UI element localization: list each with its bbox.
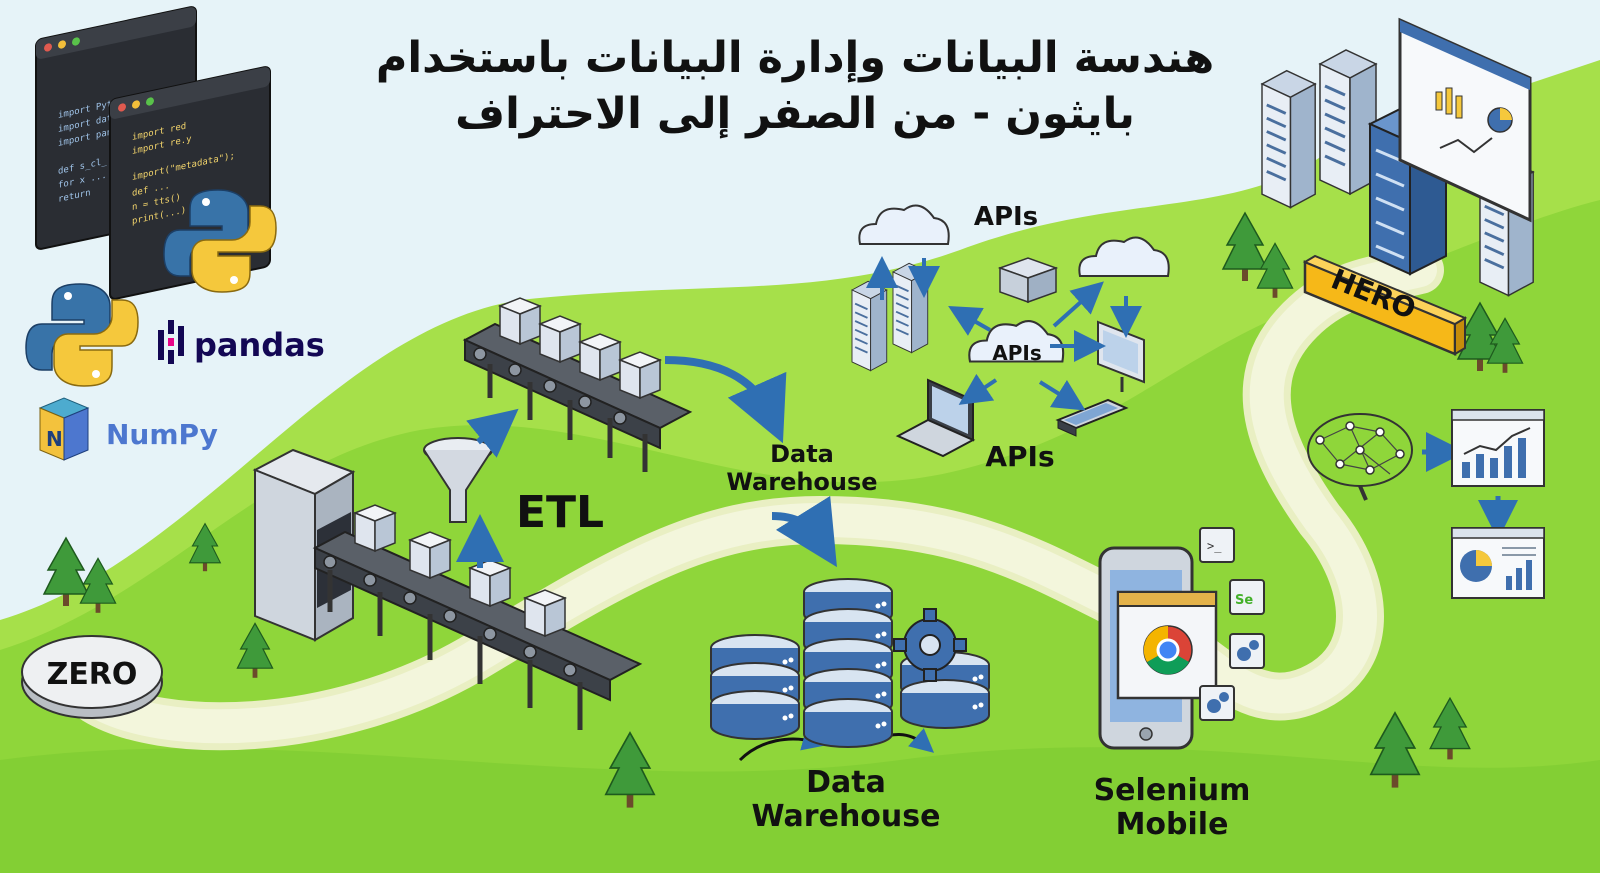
curved-arrow-icon (771, 495, 837, 568)
api-arrows-icon (866, 256, 1142, 411)
funnel-arrow-icon (456, 408, 519, 568)
python-logo-icon (163, 189, 277, 293)
data-cube-icon (619, 351, 661, 399)
zero-label: ZERO (47, 657, 138, 692)
data-cube-icon (409, 531, 451, 579)
data-cube-icon (539, 315, 581, 363)
data-warehouse-upper-label: Data (770, 440, 834, 468)
apis-label-bottom: APIs (985, 440, 1054, 473)
selenium-mobile-label: Selenium (1094, 773, 1251, 808)
page-title-line-2: بايثون - من الصفر إلى الاحتراف (455, 89, 1135, 139)
data-warehouse-lower-label: Data (806, 765, 886, 800)
data-cube-icon (354, 504, 396, 552)
hill-shadow (0, 747, 1600, 873)
numpy-logo-text: NumPy (106, 418, 218, 451)
browser-window-icon (1116, 590, 1218, 700)
apis-label-top: APIs (974, 202, 1038, 232)
curved-arrow-icon (664, 356, 787, 444)
page-title: هندسة البيانات وإدارة البيانات باستخدام … (300, 30, 1290, 142)
data-cube-icon (469, 559, 511, 607)
svg-text:N: N (46, 427, 63, 451)
pandas-logo-text: pandas (194, 326, 325, 364)
pandas-logo-icon (158, 320, 184, 364)
data-cube-icon (579, 333, 621, 381)
data-cube-icon (499, 297, 541, 345)
python-logo-icon (25, 283, 139, 387)
gear-icon (893, 608, 967, 682)
selenium-mobile-label: Mobile (1116, 807, 1229, 842)
page-title-line-1: هندسة البيانات وإدارة البيانات باستخدام (375, 33, 1215, 83)
hero-sign-icon (1302, 254, 1468, 356)
zero-milestone-icon (21, 635, 163, 719)
svg-text:Se: Se (1235, 593, 1253, 608)
terminal-icon: >_ (1199, 527, 1235, 563)
etl-label: ETL (516, 487, 604, 538)
svg-text:>_: >_ (1207, 539, 1222, 553)
selenium-icon: Se (1229, 579, 1265, 615)
data-warehouse-lower-label: Warehouse (752, 799, 941, 834)
laptop-icon (895, 378, 976, 458)
pie-chart-dashboard-icon (1451, 527, 1545, 599)
router-icon (997, 257, 1059, 304)
dashboard-screen-icon (1398, 17, 1532, 223)
lower-conveyor-icon (312, 504, 643, 730)
bar-chart-dashboard-icon (1451, 409, 1545, 487)
gears-icon (1229, 633, 1265, 669)
data-cube-icon (524, 589, 566, 637)
gears-icon (1199, 685, 1235, 721)
numpy-logo-icon: N (38, 397, 90, 461)
upper-conveyor-icon (462, 297, 693, 472)
apis-label-center: APIs (992, 341, 1041, 365)
data-warehouse-upper-label: Warehouse (726, 468, 877, 496)
phone-icon (1055, 398, 1129, 437)
neural-network-icon (1307, 413, 1413, 501)
